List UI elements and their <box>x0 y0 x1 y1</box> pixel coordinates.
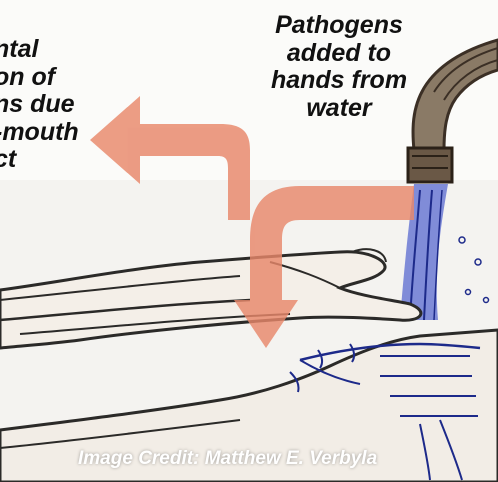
image-credit: Image Credit: Matthew E. Verbyla <box>78 448 377 470</box>
left-caption-line: ct <box>0 146 79 174</box>
left-caption-line: ns due <box>0 91 79 119</box>
right-caption-line: Pathogens <box>246 12 432 40</box>
right-caption-line: hands from <box>246 67 432 95</box>
right-caption-line: water <box>246 95 432 123</box>
left-caption-line: -mouth <box>0 119 79 147</box>
left-caption: ntal on of ns due -mouth ct <box>0 36 79 174</box>
right-caption: Pathogens added to hands from water <box>246 12 432 122</box>
right-caption-line: added to <box>246 40 432 68</box>
left-caption-line: ntal <box>0 36 79 64</box>
left-caption-line: on of <box>0 64 79 92</box>
